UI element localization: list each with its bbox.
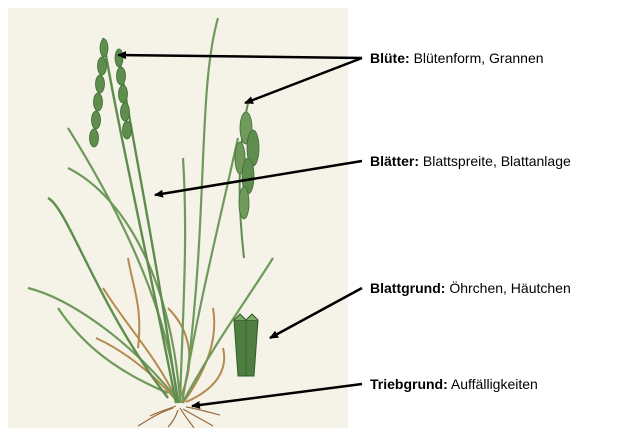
arrow-blaetter xyxy=(155,161,362,195)
label-blattgrund: Blattgrund: Öhrchen, Häutchen xyxy=(370,280,571,296)
label-bluete: Blüte: Blütenform, Grannen xyxy=(370,50,544,66)
label-blattgrund-term: Blattgrund: xyxy=(370,280,445,296)
label-blattgrund-detail: Öhrchen, Häutchen xyxy=(449,280,570,296)
label-triebgrund-detail: Auffälligkeiten xyxy=(451,376,538,392)
label-triebgrund-term: Triebgrund: xyxy=(370,376,448,392)
label-blaetter: Blätter: Blattspreite, Blattanlage xyxy=(370,153,571,169)
label-blaetter-term: Blätter: xyxy=(370,153,419,169)
arrow-triebgrund xyxy=(192,384,362,406)
arrow-bluete-2 xyxy=(245,58,362,103)
label-bluete-detail: Blütenform, Grannen xyxy=(414,50,544,66)
label-bluete-term: Blüte: xyxy=(370,50,410,66)
arrow-blattgrund xyxy=(270,288,362,338)
label-blaetter-detail: Blattspreite, Blattanlage xyxy=(423,153,571,169)
label-triebgrund: Triebgrund: Auffälligkeiten xyxy=(370,376,538,392)
arrow-bluete-1 xyxy=(118,55,362,58)
